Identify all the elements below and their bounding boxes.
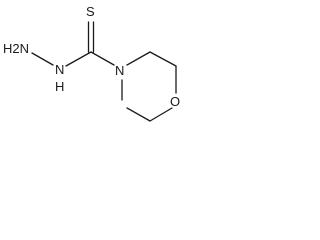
bond-c-nring: [90, 51, 115, 66]
atom-hydrazine-h: H: [55, 79, 64, 94]
bond-ring-o-c3: [149, 107, 173, 122]
bond-ring-c3-c4: [126, 107, 151, 122]
bond-ring-c1-c2: [149, 51, 177, 67]
bond-n-n: [31, 52, 54, 66]
bond-ring-n-c1: [126, 51, 151, 66]
structure-svg: S H2N N H N O: [3, 4, 180, 122]
atom-hydrazine-n: N: [55, 62, 64, 77]
atom-hydrazine-nh2: H2N: [3, 41, 29, 56]
atom-sulfur: S: [86, 4, 95, 19]
bond-c-nh: [65, 51, 92, 67]
atom-morpholine-n: N: [115, 63, 124, 78]
atom-morpholine-o: O: [170, 94, 180, 109]
chemical-structure: S H2N N H N O: [0, 0, 205, 134]
